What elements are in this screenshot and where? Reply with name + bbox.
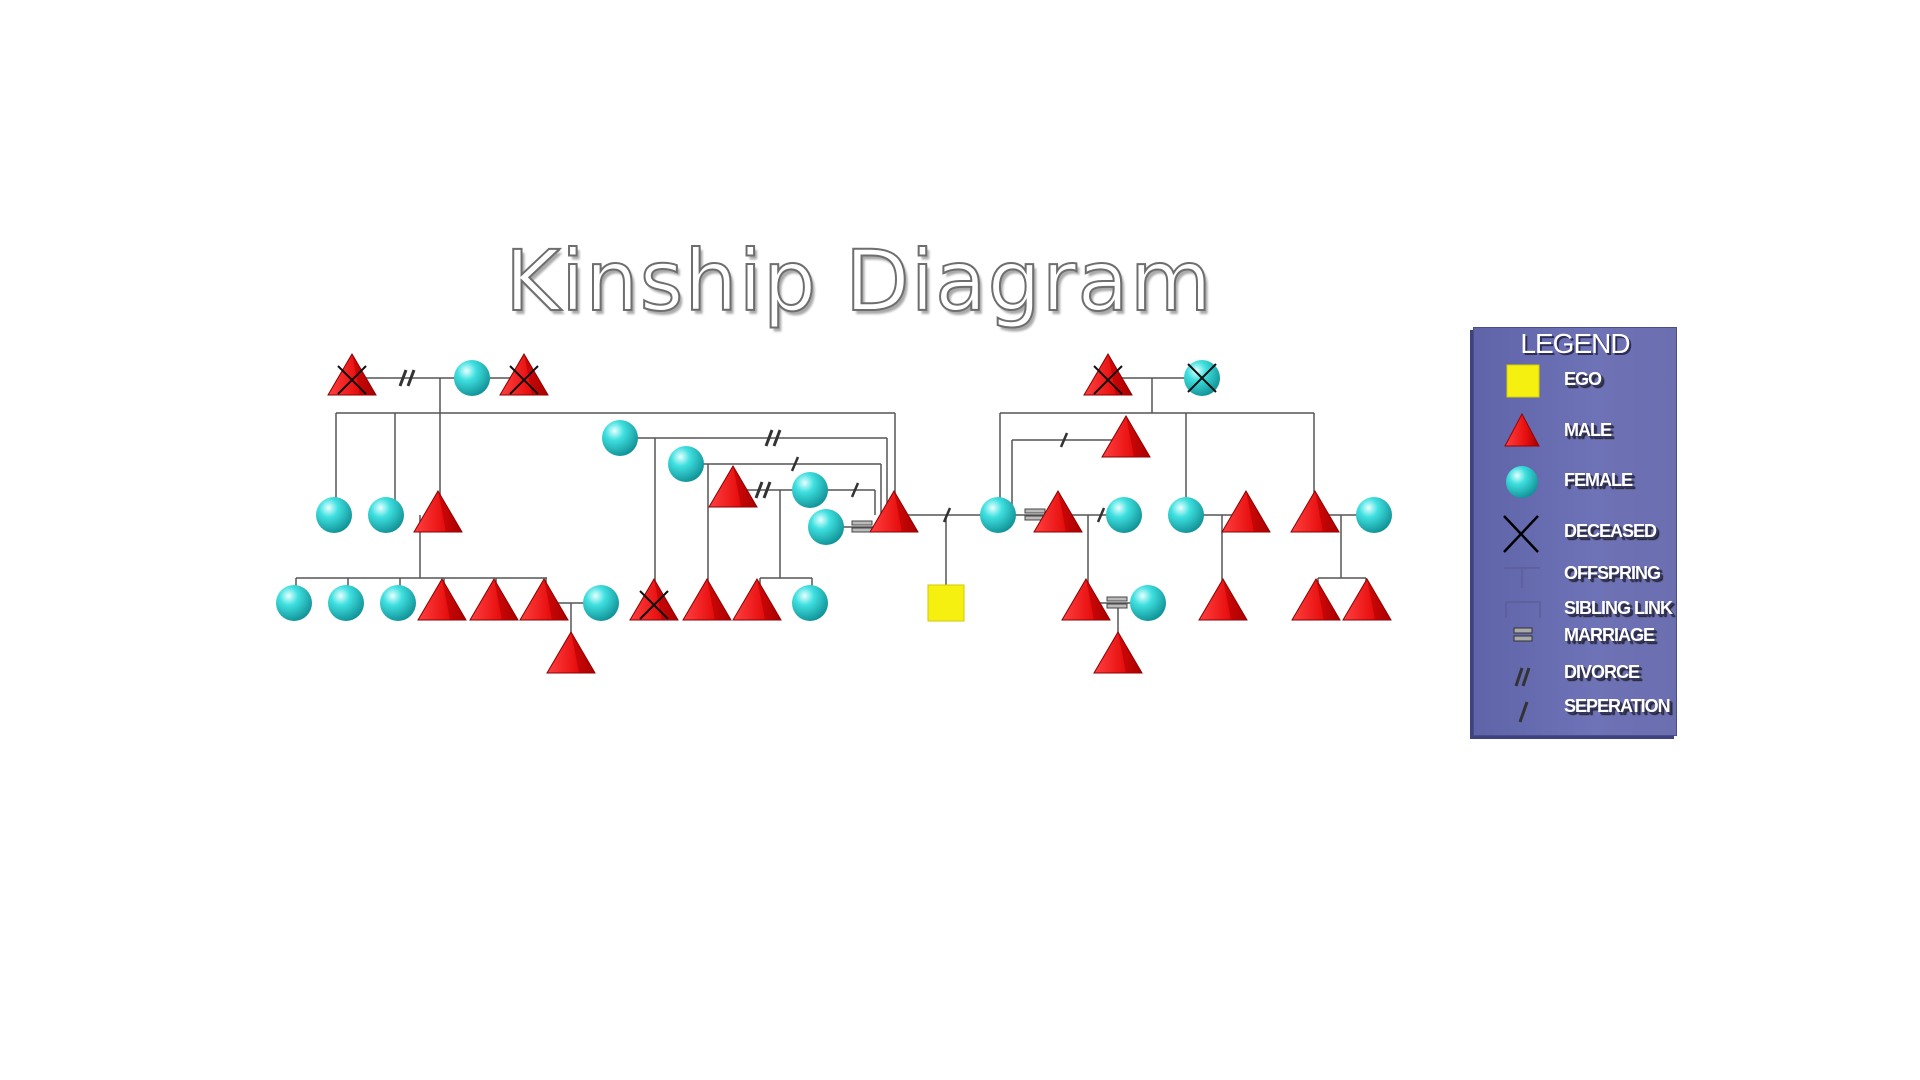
female-circle-icon (1506, 466, 1538, 498)
female-person (454, 360, 490, 396)
offspring-line-icon (1504, 567, 1540, 588)
legend-label-divorce: DIVORCE (1564, 662, 1640, 682)
male-person (1083, 353, 1133, 396)
separation-mark (1059, 432, 1069, 448)
sibling-link-icon (1505, 601, 1541, 618)
male-person (732, 578, 782, 621)
female-person (316, 497, 352, 533)
ego-person (927, 584, 965, 622)
male-person (1290, 490, 1340, 533)
people (276, 353, 1392, 674)
female-person (1106, 497, 1142, 533)
male-triangle-icon (1504, 412, 1540, 447)
male-person (1093, 631, 1143, 674)
female-person (380, 585, 416, 621)
separation-mark (790, 456, 800, 472)
page-title: Kinship Diagram (504, 231, 1213, 331)
legend-label-separation: SEPERATION (1564, 696, 1671, 716)
divorce-mark (754, 481, 772, 499)
female-person (1130, 585, 1166, 621)
male-person (499, 353, 549, 396)
female-person (328, 585, 364, 621)
male-person (1061, 578, 1111, 621)
male-person (1101, 415, 1151, 458)
deceased-x-icon (1503, 515, 1539, 553)
female-person (668, 446, 704, 482)
legend-panel: LEGEND EGO MALE FEMALE DECEASED OFFSPRIN… (1473, 327, 1677, 736)
female-person (980, 497, 1016, 533)
male-person (519, 578, 569, 621)
ego-square-icon (1506, 364, 1540, 398)
female-person (792, 585, 828, 621)
female-person (1184, 360, 1220, 396)
female-person (808, 509, 844, 545)
male-person (1198, 578, 1248, 621)
male-person (708, 465, 758, 508)
divorce-double-slash-icon (1514, 667, 1531, 687)
marriage-mark (1106, 596, 1128, 609)
female-person (792, 472, 828, 508)
divorce-mark (398, 369, 416, 387)
marriage-equals-icon (1513, 627, 1533, 642)
legend-label-marriage: MARRIAGE (1564, 625, 1655, 645)
legend-title: LEGEND (1520, 328, 1630, 359)
male-person (469, 578, 519, 621)
marriage-mark (851, 520, 873, 533)
legend-label-male: MALE (1564, 420, 1612, 440)
female-person (1168, 497, 1204, 533)
male-person (682, 578, 732, 621)
male-person (1291, 578, 1341, 621)
separation-mark (1096, 507, 1106, 523)
legend-label-deceased: DECEASED (1564, 521, 1657, 541)
male-person (629, 578, 679, 621)
legend-label-ego: EGO (1564, 369, 1602, 389)
male-person (417, 578, 467, 621)
male-person (1033, 490, 1083, 533)
legend-label-sibling-link: SIBLING LINK (1564, 598, 1673, 618)
legend-label-female: FEMALE (1564, 470, 1633, 490)
separation-mark (850, 482, 860, 498)
male-person (1342, 578, 1392, 621)
male-person (546, 631, 596, 674)
male-person (869, 490, 919, 533)
female-person (276, 585, 312, 621)
female-person (583, 585, 619, 621)
female-person (368, 497, 404, 533)
female-person (1356, 497, 1392, 533)
divorce-mark (764, 429, 782, 447)
male-person (327, 353, 377, 396)
relation-marks (398, 369, 1128, 609)
separation-slash-icon (1518, 701, 1529, 723)
female-person (602, 420, 638, 456)
legend-label-offspring: OFFSPRING (1564, 563, 1661, 583)
separation-mark (942, 507, 952, 523)
male-person (413, 490, 463, 533)
male-person (1221, 490, 1271, 533)
